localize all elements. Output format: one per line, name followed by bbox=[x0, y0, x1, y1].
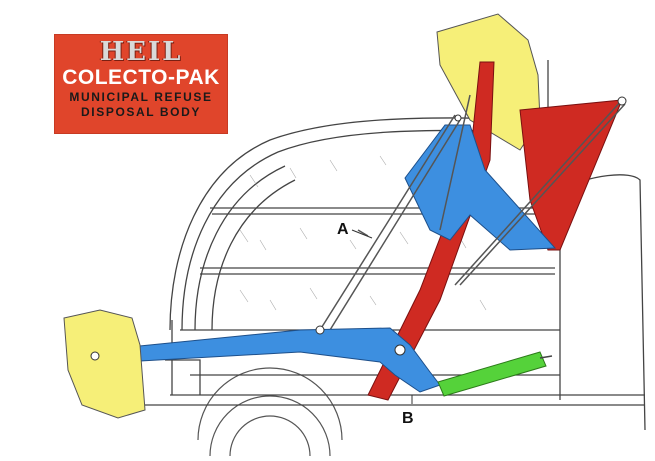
badge-line2: DISPOSAL BODY bbox=[81, 105, 201, 119]
badge-product: COLECTO-PAK bbox=[62, 66, 220, 89]
label-b: B bbox=[402, 410, 414, 427]
red-top-plate bbox=[519, 99, 623, 251]
body-texture bbox=[239, 155, 508, 311]
label-a: A bbox=[337, 221, 349, 238]
heil-badge: HEIL COLECTO-PAK MUNICIPAL REFUSE DISPOS… bbox=[54, 34, 228, 134]
pivot-points bbox=[90, 96, 627, 361]
green-hydraulic-cylinder bbox=[437, 351, 553, 397]
blue-lower-boom bbox=[79, 327, 441, 393]
rear-yellow-bucket bbox=[63, 309, 146, 419]
badge-brand: HEIL bbox=[99, 37, 183, 67]
rear-wheel bbox=[197, 367, 343, 457]
label-leaders bbox=[351, 229, 413, 404]
badge-line1: MUNICIPAL REFUSE bbox=[69, 90, 213, 104]
push-rods bbox=[319, 94, 626, 331]
